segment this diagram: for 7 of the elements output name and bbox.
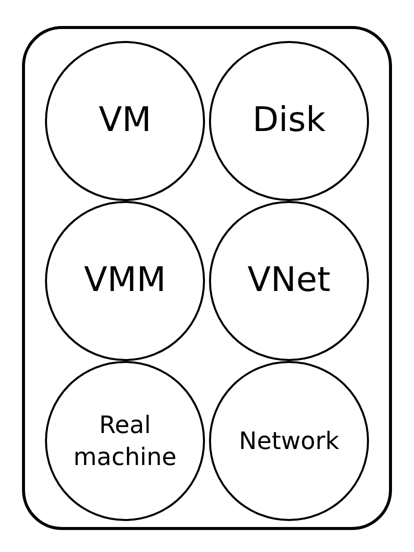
node-label: Disk <box>252 99 326 142</box>
node-label: VNet <box>248 259 330 302</box>
container-box <box>22 26 392 530</box>
node-label: Real machine <box>72 410 178 473</box>
node-label: VMM <box>84 259 166 302</box>
node-label: VM <box>98 99 152 142</box>
node-label: Network <box>238 426 340 457</box>
